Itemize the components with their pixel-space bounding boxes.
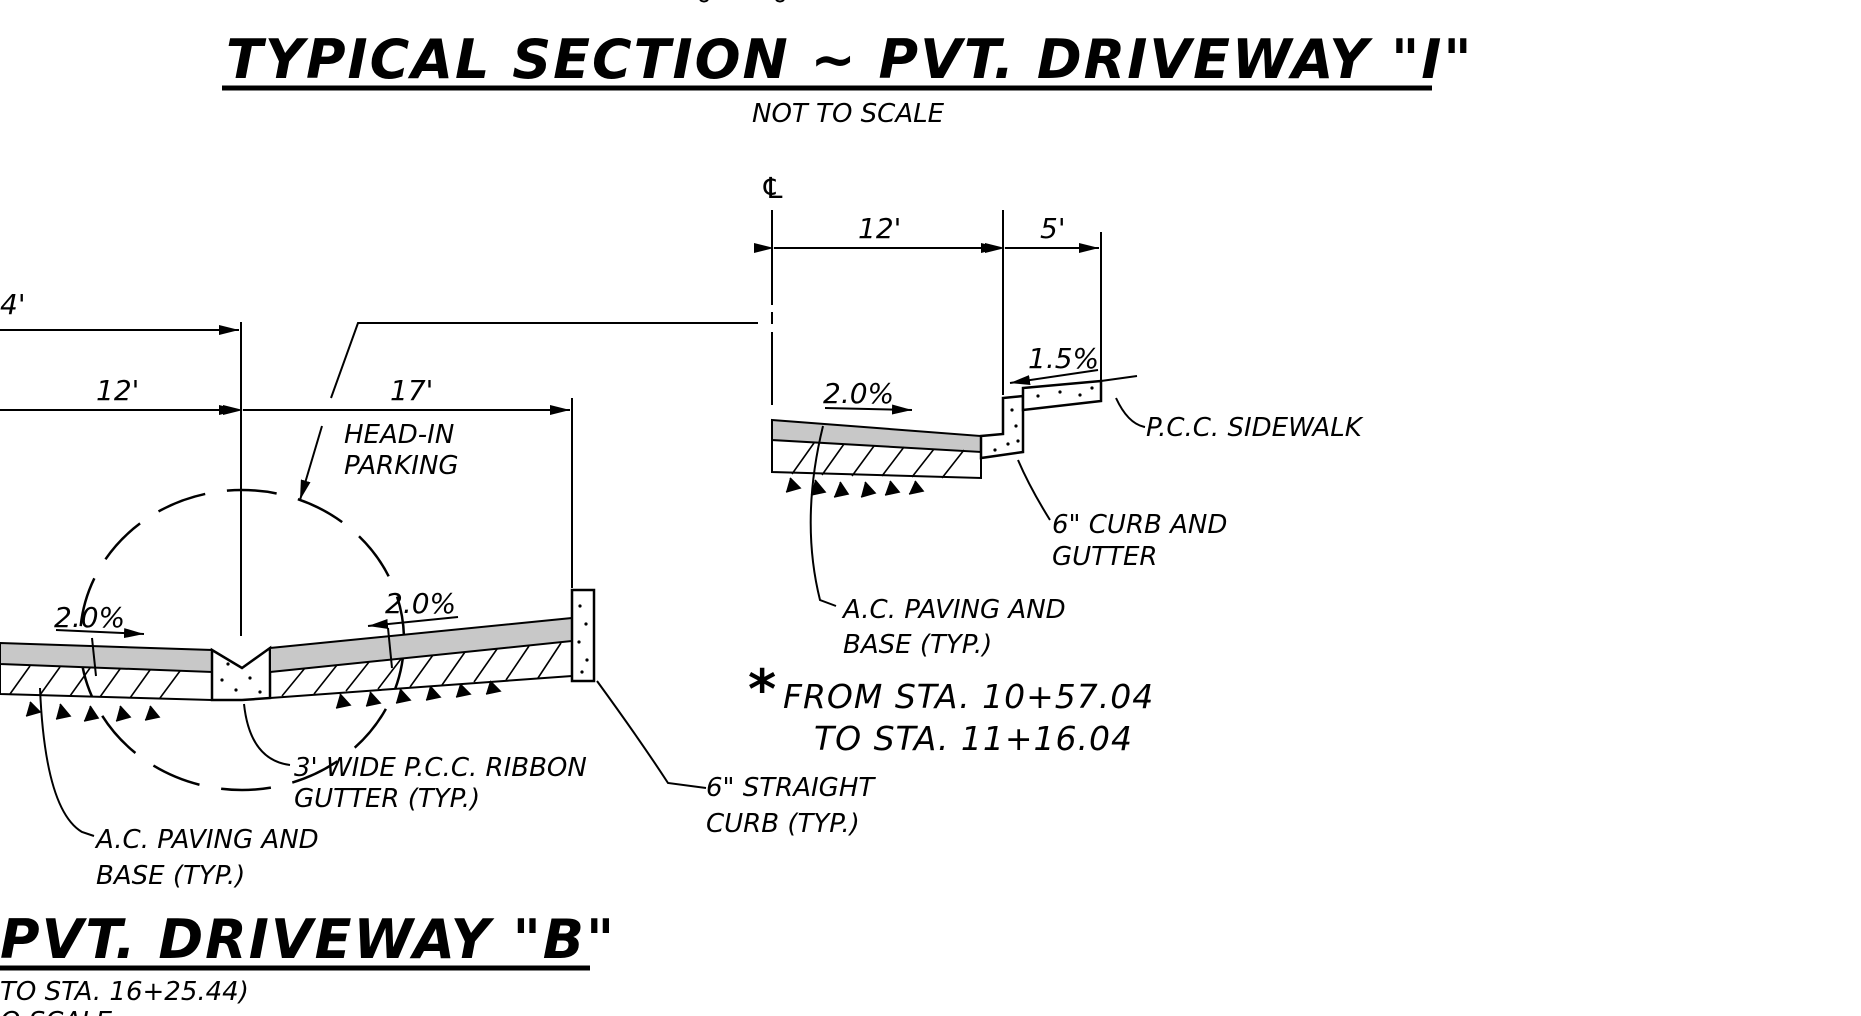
title-driveway-i-group: TYPICAL SECTION ~ PVT. DRIVEWAY "I" NOT … — [222, 28, 1474, 129]
dimension-4ft: 4' — [0, 288, 26, 321]
straight-curb — [570, 588, 596, 683]
leader-ribbon — [243, 703, 291, 766]
station-asterisk: * — [748, 658, 776, 721]
sidewalk-dots-i — [1036, 386, 1094, 398]
scale-note-driveway-i: NOT TO SCALE — [752, 99, 945, 129]
label-paving-b-line1: A.C. PAVING AND — [94, 825, 319, 855]
centerline-leader-b — [330, 322, 758, 399]
station-line-1: FROM STA. 10+57.04 — [783, 677, 1154, 716]
ribbon-dots — [220, 662, 262, 694]
title-driveway-b: PVT. DRIVEWAY "B" — [0, 908, 616, 971]
scale-note-driveway-b: O SCALE — [0, 1007, 113, 1016]
leader-sidewalk — [1115, 397, 1146, 428]
pavement-left-b — [0, 641, 213, 674]
base-hatch-right-b — [281, 642, 562, 697]
label-curb-i-line1: 6" CURB AND — [1052, 510, 1227, 540]
leader-parking — [299, 425, 323, 501]
station-note-driveway-b: TO STA. 16+25.44) — [0, 977, 249, 1007]
label-paving-b-line2: BASE (TYP.) — [96, 861, 245, 891]
base-right-outline — [269, 675, 573, 699]
label-straight-curb-line1: 6" STRAIGHT — [706, 773, 876, 803]
slope-break-tick-left — [91, 637, 97, 677]
slope-walk-i: 1.5% — [1028, 342, 1099, 375]
slope-left-b-arrow — [55, 628, 145, 639]
label-parking-line2: PARKING — [344, 451, 459, 481]
title-driveway-i: TYPICAL SECTION ~ PVT. DRIVEWAY "I" — [226, 28, 1474, 91]
base-outline-i — [771, 440, 982, 480]
leader-paving-i — [809, 425, 837, 607]
base-hatch-i — [791, 442, 965, 479]
label-ribbon-line1: 3' WIDE P.C.C. RIBBON — [294, 753, 587, 783]
base-hatch-left-b — [9, 665, 181, 699]
label-ribbon-line2: GUTTER (TYP.) — [294, 784, 480, 814]
label-paving-i-line2: BASE (TYP.) — [843, 630, 992, 660]
pavement-section-i — [771, 418, 982, 454]
station-line-2: TO STA. 11+16.04 — [814, 719, 1133, 758]
curb-dots-i — [993, 408, 1020, 452]
label-parking-line1: HEAD-IN — [344, 420, 454, 450]
slope-road-i: 2.0% — [823, 377, 894, 410]
slope-walk-i-arrow — [1009, 369, 1099, 386]
dimension-17ft-b: 17' — [390, 374, 433, 407]
label-paving-i-line1: A.C. PAVING AND — [841, 595, 1066, 625]
section-driveway-b: 4' 12' 17' HEAD-IN PARKING 2.0% 2.0% — [0, 288, 876, 891]
leader-straight-curb — [596, 680, 707, 789]
station-note: * FROM STA. 10+57.04 TO STA. 11+16.04 — [748, 658, 1154, 758]
subgrade-hatch-b — [25, 680, 502, 722]
slope-right-b: 2.0% — [385, 587, 456, 620]
straight-curb-dots — [577, 604, 589, 674]
slope-break-tick-right — [387, 627, 393, 669]
slope-right-b-arrow — [367, 616, 459, 629]
dimension-12ft-b: 12' — [96, 374, 139, 407]
slope-road-i-arrow — [824, 404, 913, 415]
section-driveway-i: ℄ 12' 5' 2.0% 1.5% — [754, 171, 1364, 660]
base-left-outline — [0, 664, 213, 701]
sidewalk-i — [1021, 379, 1103, 412]
centerline-symbol: ℄ — [760, 171, 786, 205]
pavement-right-b — [269, 616, 573, 674]
sidewalk-extension-line — [1100, 375, 1138, 382]
slope-left-b: 2.0% — [54, 601, 125, 634]
leader-paving-b — [39, 687, 95, 837]
dimension-12ft: 12' — [858, 212, 901, 245]
dimension-5ft: 5' — [1040, 212, 1066, 245]
cropped-text-fragment — [699, 0, 785, 3]
label-sidewalk: P.C.C. SIDEWALK — [1146, 413, 1364, 443]
leader-curb-i — [1017, 459, 1051, 521]
label-straight-curb-line2: CURB (TYP.) — [706, 809, 860, 839]
subgrade-hatch-i — [785, 477, 925, 498]
title-driveway-b-group: PVT. DRIVEWAY "B" TO STA. 16+25.44) O SC… — [0, 908, 616, 1016]
label-curb-i-line2: GUTTER — [1052, 542, 1157, 572]
